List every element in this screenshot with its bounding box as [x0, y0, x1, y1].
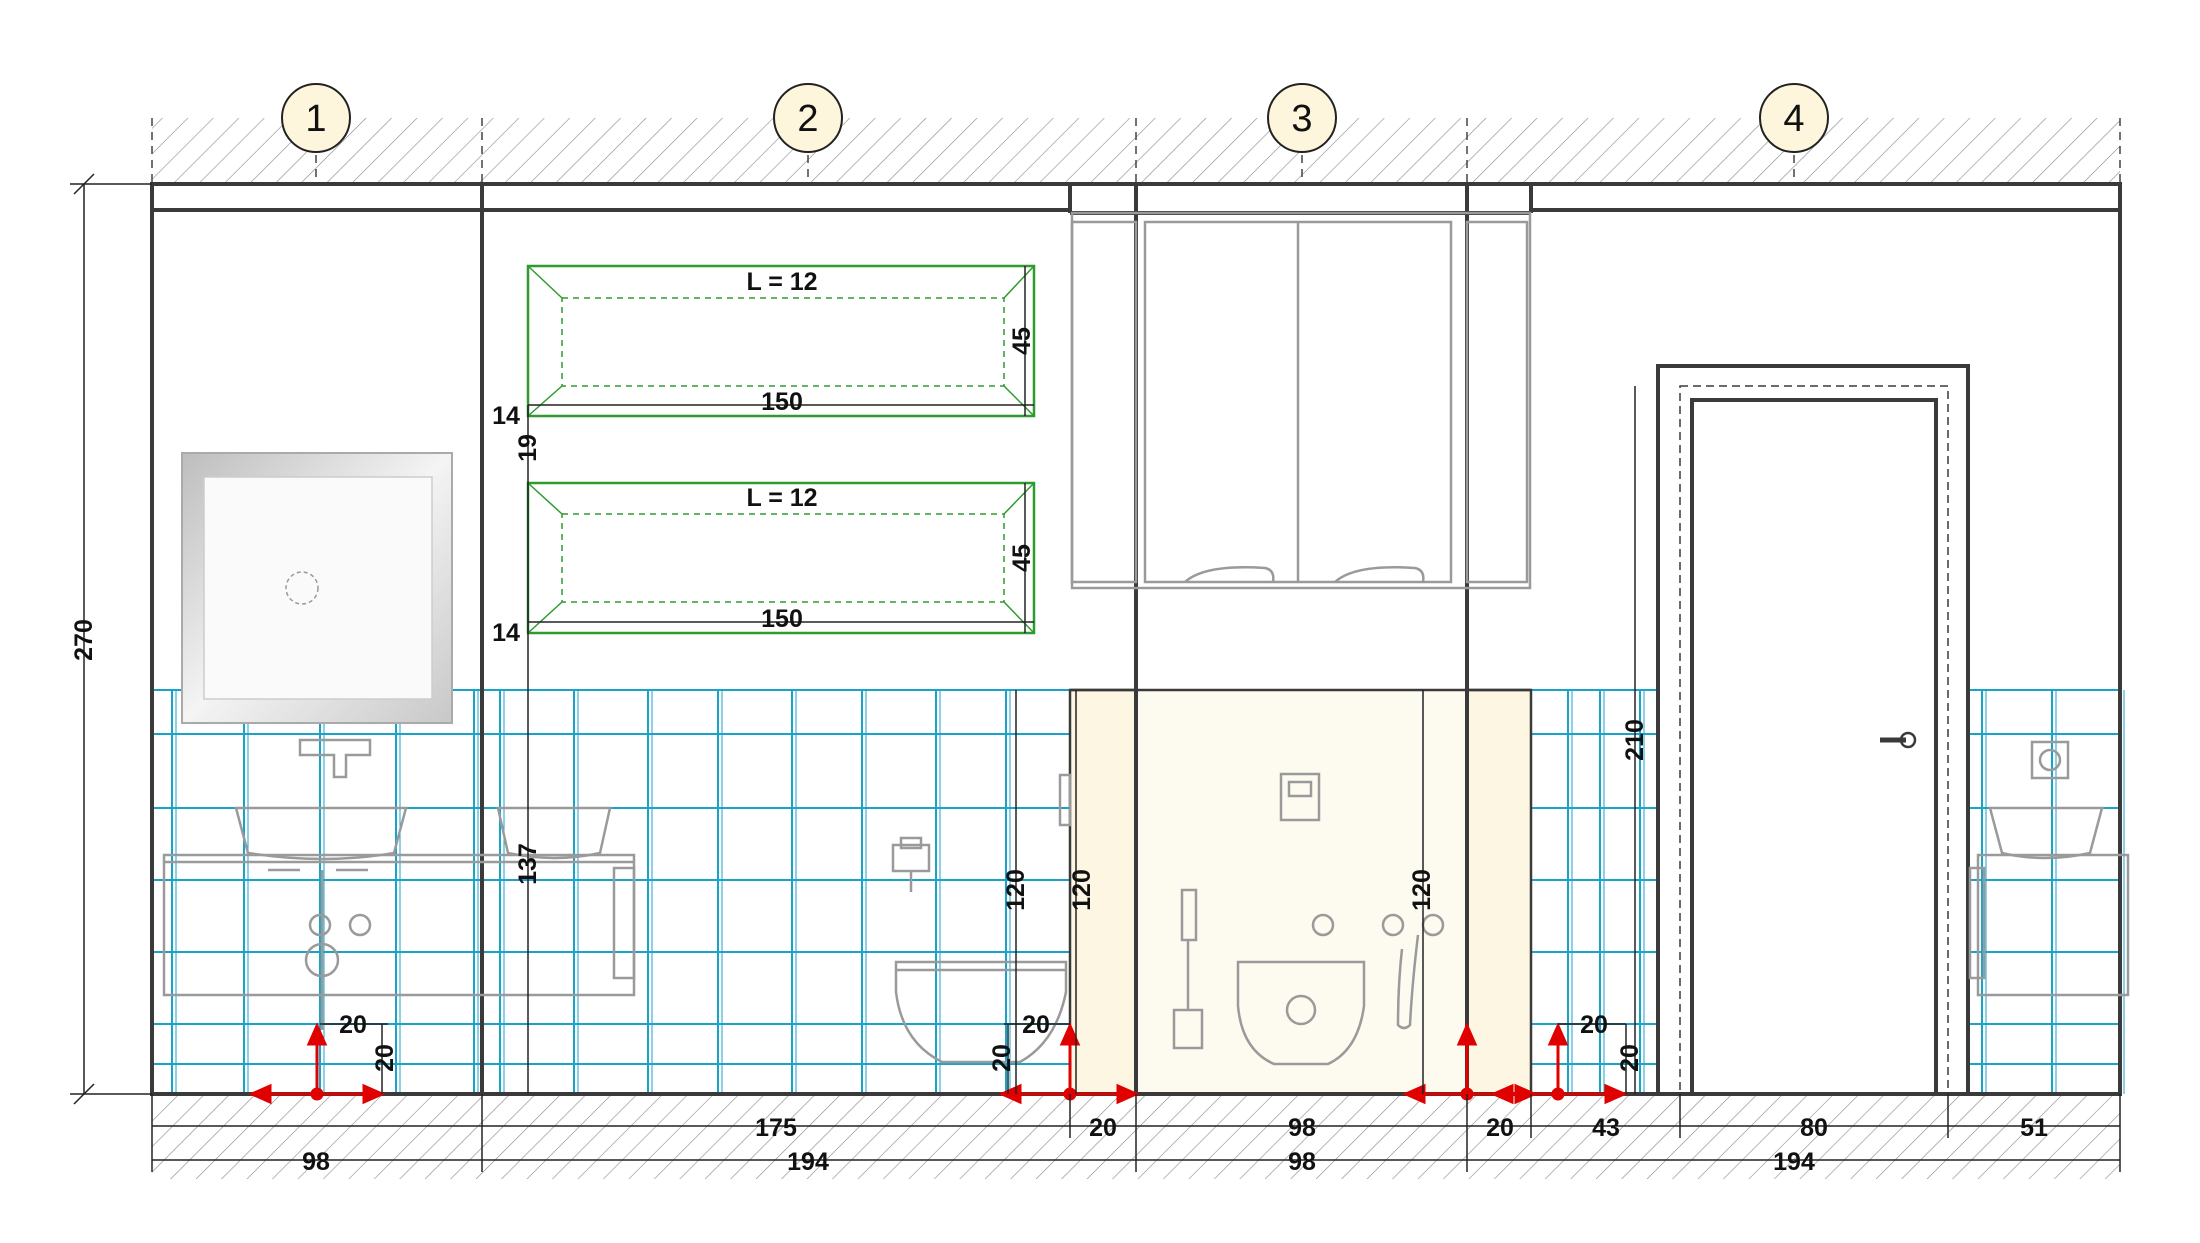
bottom-total-194b: 194 — [1773, 1148, 1815, 1176]
niche-upper-length: L = 12 — [746, 268, 817, 296]
door-height-210: 210 — [1621, 719, 1649, 761]
axis-marker-label: 4 — [1783, 98, 1804, 140]
axis-marker-label: 1 — [305, 98, 326, 140]
axis-marker-1: 1 — [281, 83, 351, 153]
axis-marker-2: 2 — [773, 83, 843, 153]
bottom-dim-98: 98 — [1288, 1114, 1316, 1142]
installation-box-left — [1068, 688, 1138, 1096]
axis-lines — [151, 118, 2121, 184]
total-height-label: 270 — [70, 619, 98, 661]
mirror-icon — [181, 452, 453, 724]
dimension-lines — [70, 173, 2121, 1172]
niche-upper-width: 150 — [761, 388, 803, 416]
tile-height-137: 137 — [514, 843, 542, 885]
niche-gap-14a: 14 — [492, 402, 520, 430]
installation-box-center — [1136, 690, 1467, 1094]
installation-box-right — [1465, 688, 1533, 1096]
offset-20-v3: 20 — [1616, 1044, 1644, 1072]
box-height-120b: 120 — [1068, 869, 1096, 911]
bottom-total-98a: 98 — [302, 1148, 330, 1176]
bottom-dim-80: 80 — [1800, 1114, 1828, 1142]
box-height-120a: 120 — [1002, 869, 1030, 911]
axis-marker-label: 2 — [797, 98, 818, 140]
fixtures — [162, 738, 2130, 1066]
offset-20-h2: 20 — [1022, 1011, 1050, 1039]
niche-spacing-19: 19 — [514, 434, 542, 462]
red-offset-markers — [248, 1022, 1628, 1105]
niche-lower-height: 45 — [1008, 544, 1036, 572]
bottom-dim-51: 51 — [2020, 1114, 2048, 1142]
flush-button-icon — [1279, 772, 1321, 822]
offset-20-h1: 20 — [339, 1011, 367, 1039]
niche-upper-height: 45 — [1008, 327, 1036, 355]
offset-20-v2: 20 — [988, 1044, 1016, 1072]
bottom-dim-20a: 20 — [1089, 1114, 1117, 1142]
toilet-brush-icon — [1172, 888, 1204, 1050]
offset-20-h3: 20 — [1580, 1011, 1608, 1039]
bottom-dim-175: 175 — [755, 1114, 797, 1142]
socket-icon — [2030, 740, 2070, 780]
axis-marker-label: 3 — [1291, 98, 1312, 140]
sink-icon — [162, 738, 636, 1030]
offset-20-v1: 20 — [371, 1044, 399, 1072]
axis-marker-3: 3 — [1267, 83, 1337, 153]
sink-icon-right — [1968, 806, 2130, 997]
niche-lower-length: L = 12 — [746, 484, 817, 512]
paper-holder-icon — [891, 836, 931, 892]
toilet-icon-center — [1236, 913, 1366, 1066]
niche-gap-14b: 14 — [492, 619, 520, 647]
door-icon — [1656, 364, 1970, 1096]
bottom-dim-20b: 20 — [1486, 1114, 1514, 1142]
axis-marker-4: 4 — [1759, 83, 1829, 153]
wall-cabinet — [1070, 211, 1532, 590]
box-height-120c: 120 — [1408, 869, 1436, 911]
toilet-icon — [894, 773, 1072, 1064]
bottom-total-194a: 194 — [787, 1148, 829, 1176]
dimension-labels: 270 175 20 98 20 43 80 51 98 194 98 194 … — [70, 268, 2048, 1176]
bottom-dim-43: 43 — [1592, 1114, 1620, 1142]
niche-upper — [526, 264, 1036, 418]
bottom-total-98b: 98 — [1288, 1148, 1316, 1176]
niche-lower-width: 150 — [761, 605, 803, 633]
